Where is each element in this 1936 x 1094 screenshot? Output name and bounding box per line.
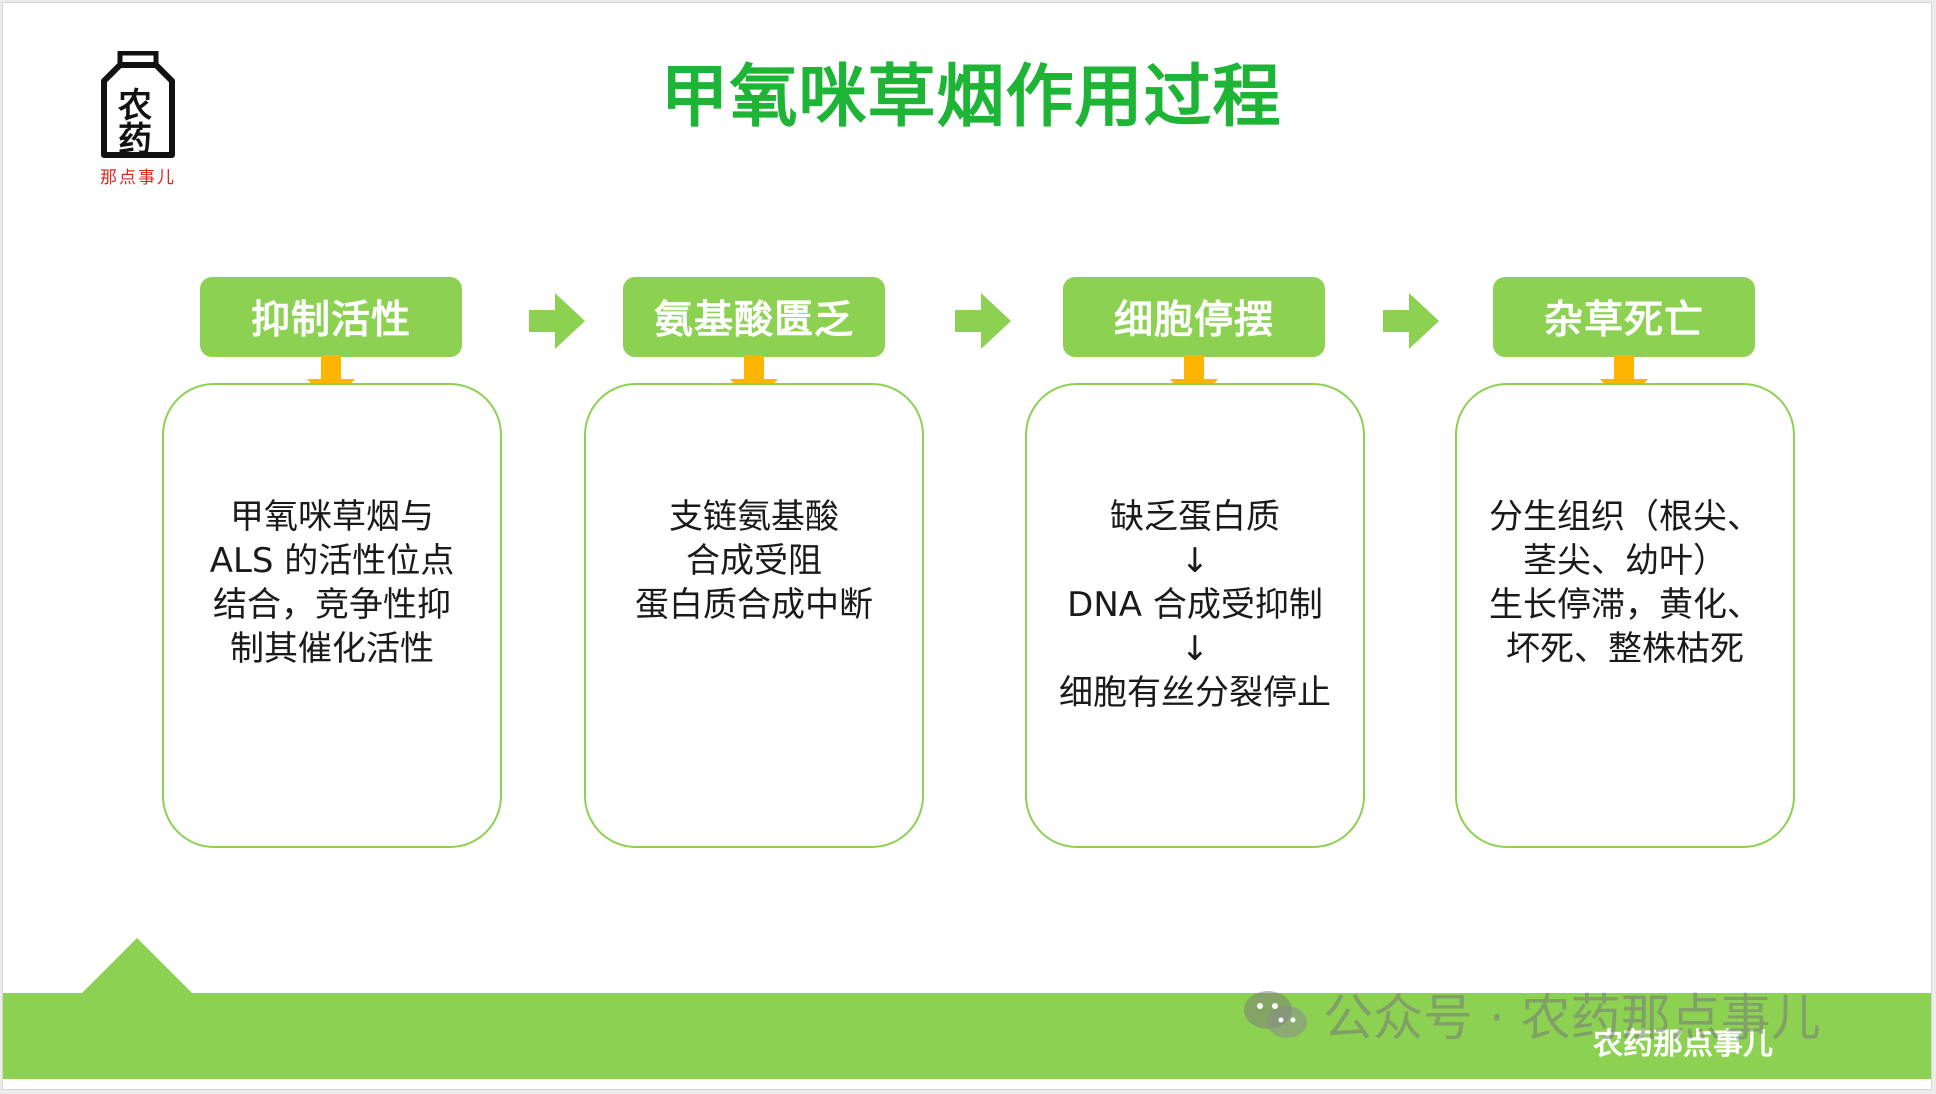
step-text-3: 缺乏蛋白质 ↓ DNA 合成受抑制 ↓ 细胞有丝分裂停止 xyxy=(1025,495,1365,715)
step-line: ↓ xyxy=(1180,541,1210,581)
step-line: 坏死、整株枯死 xyxy=(1506,629,1744,669)
footer-label: 农药那点事儿 xyxy=(1593,1027,1773,1062)
step-line: 结合，竞争性抑 xyxy=(213,585,451,625)
step-line: DNA 合成受抑制 xyxy=(1067,585,1323,625)
logo-text-top: 农 xyxy=(118,86,152,126)
footer-bar xyxy=(3,993,1931,1079)
right-arrow-icon xyxy=(1383,293,1439,349)
step-label-3: 细胞停摆 xyxy=(1063,277,1325,357)
step-text-4: 分生组织（根尖、 茎尖、幼叶） 生长停滞，黄化、 坏死、整株枯死 xyxy=(1455,495,1795,671)
page-title: 甲氧咪草烟作用过程 xyxy=(660,58,1282,137)
step-card-3 xyxy=(1025,383,1365,848)
jar-icon xyxy=(101,51,175,158)
right-arrow-icon xyxy=(955,293,1011,349)
step-line: 缺乏蛋白质 xyxy=(1110,497,1280,537)
step-line: 生长停滞，黄化、 xyxy=(1489,585,1761,625)
step-line: ↓ xyxy=(1180,629,1210,669)
step-card-4 xyxy=(1455,383,1795,848)
step-text-1: 甲氧咪草烟与 ALS 的活性位点 结合，竞争性抑 制其催化活性 xyxy=(162,495,502,671)
step-card-1 xyxy=(162,383,502,848)
step-card-2 xyxy=(584,383,924,848)
wechat-icon xyxy=(1244,991,1307,1038)
logo: 农 药 那点事儿 xyxy=(95,51,181,191)
watermark: 公众号 · 农药那点事儿 xyxy=(1241,983,1821,1047)
step-line: 细胞有丝分裂停止 xyxy=(1059,673,1331,713)
step-label-4: 杂草死亡 xyxy=(1493,277,1755,357)
step-text-2: 支链氨基酸 合成受阻 蛋白质合成中断 xyxy=(584,495,924,627)
step-line: ALS 的活性位点 xyxy=(209,541,455,581)
step-line: 蛋白质合成中断 xyxy=(635,585,873,625)
watermark-text: 公众号 · 农药那点事儿 xyxy=(1323,989,1821,1047)
step-label-1: 抑制活性 xyxy=(200,277,462,357)
step-line: 制其催化活性 xyxy=(230,629,434,669)
step-line: 支链氨基酸 xyxy=(669,497,839,537)
logo-text-bottom: 药 xyxy=(118,120,152,160)
right-arrow-icon xyxy=(529,293,585,349)
step-line: 合成受阻 xyxy=(686,541,822,581)
logo-subtitle: 那点事儿 xyxy=(100,168,176,188)
step-line: 分生组织（根尖、 xyxy=(1489,497,1761,537)
step-label-2: 氨基酸匮乏 xyxy=(623,277,885,357)
step-line: 甲氧咪草烟与 xyxy=(230,497,434,537)
step-line: 茎尖、幼叶） xyxy=(1523,541,1727,581)
footer-triangle xyxy=(81,938,193,994)
